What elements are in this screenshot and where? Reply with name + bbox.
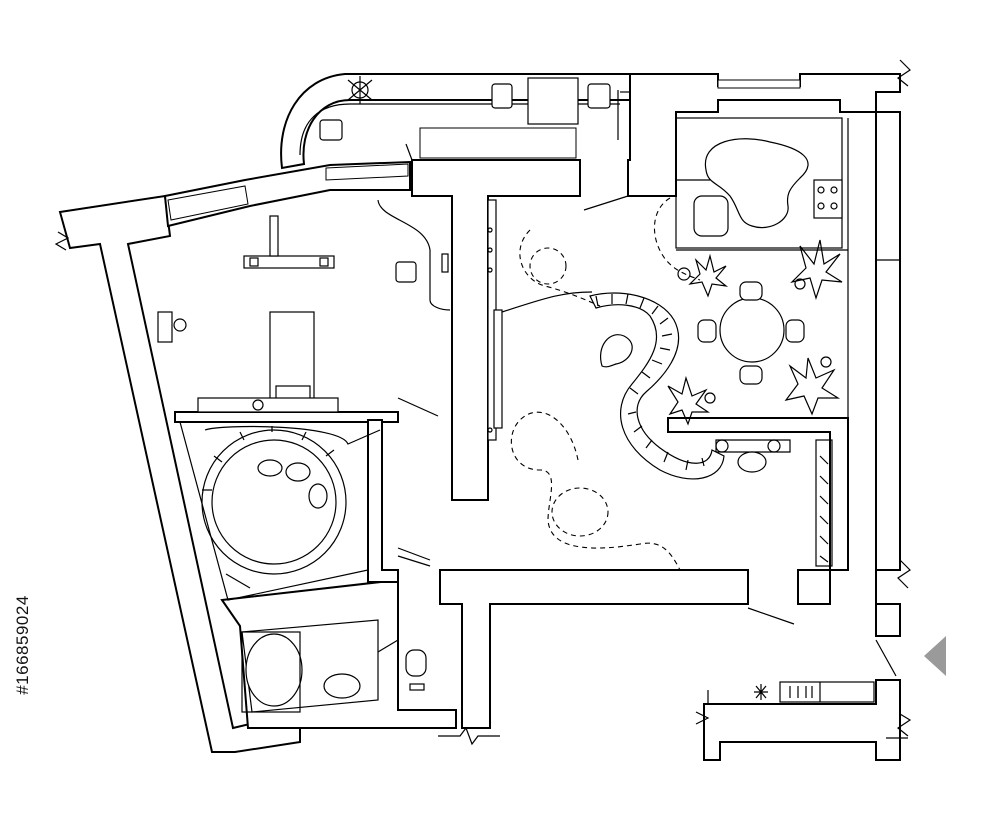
window-top-mid (419, 127, 577, 159)
living-room (157, 199, 451, 417)
stock-id-label: #166859024 (8, 480, 38, 810)
chair-icon (739, 365, 763, 385)
entrance (707, 439, 897, 704)
round-room (179, 421, 431, 601)
plant-icon (667, 375, 716, 426)
wall-bedroom-bottom (174, 411, 399, 423)
kitchen-island (704, 138, 809, 229)
chair-icon (697, 319, 717, 343)
window-left-mid (325, 163, 409, 181)
plant-icon (794, 278, 832, 368)
speaker-icon (319, 257, 329, 267)
bathroom (241, 619, 427, 713)
table-icon (719, 297, 785, 363)
chair-icon (491, 83, 513, 109)
wall-right-outer (875, 111, 901, 637)
speaker-icon (249, 257, 259, 267)
walls (58, 73, 901, 761)
chair-icon (157, 311, 173, 343)
wall-corridor (439, 569, 749, 729)
curved-sofa (589, 292, 725, 480)
plant-icon (790, 239, 843, 300)
entrance-arrow-icon (924, 636, 946, 676)
table-icon (527, 77, 579, 125)
window-left-top (167, 185, 249, 221)
balcony (299, 76, 630, 161)
wall-kitchen-bottom (667, 417, 849, 605)
toilet-icon (405, 649, 427, 677)
window-right-top (717, 79, 801, 89)
shoe-rack (779, 681, 875, 703)
tv-console (243, 255, 335, 269)
chair-icon (739, 281, 763, 301)
plant-icon (754, 684, 768, 700)
chair-icon (785, 319, 805, 343)
plant-icon (784, 357, 841, 416)
kitchen (583, 117, 849, 473)
chair-icon (587, 83, 611, 109)
chair-icon (319, 119, 343, 141)
plant-icon (347, 76, 373, 104)
wall-t-column (411, 159, 581, 501)
bathtub-icon (245, 633, 303, 707)
central-hall (487, 199, 725, 571)
sink-icon (323, 673, 361, 699)
lamp-icon (252, 399, 264, 411)
windows (167, 79, 900, 261)
stove-icon (813, 179, 843, 219)
stock-id-text: #166859024 (13, 595, 33, 695)
sink-icon (693, 195, 729, 237)
sideboard (197, 397, 339, 413)
chair-icon (395, 261, 417, 283)
wall-entrance (703, 679, 901, 761)
plant-icon (677, 253, 729, 298)
break-lines (54, 59, 912, 746)
wall-closet-small (367, 419, 399, 583)
